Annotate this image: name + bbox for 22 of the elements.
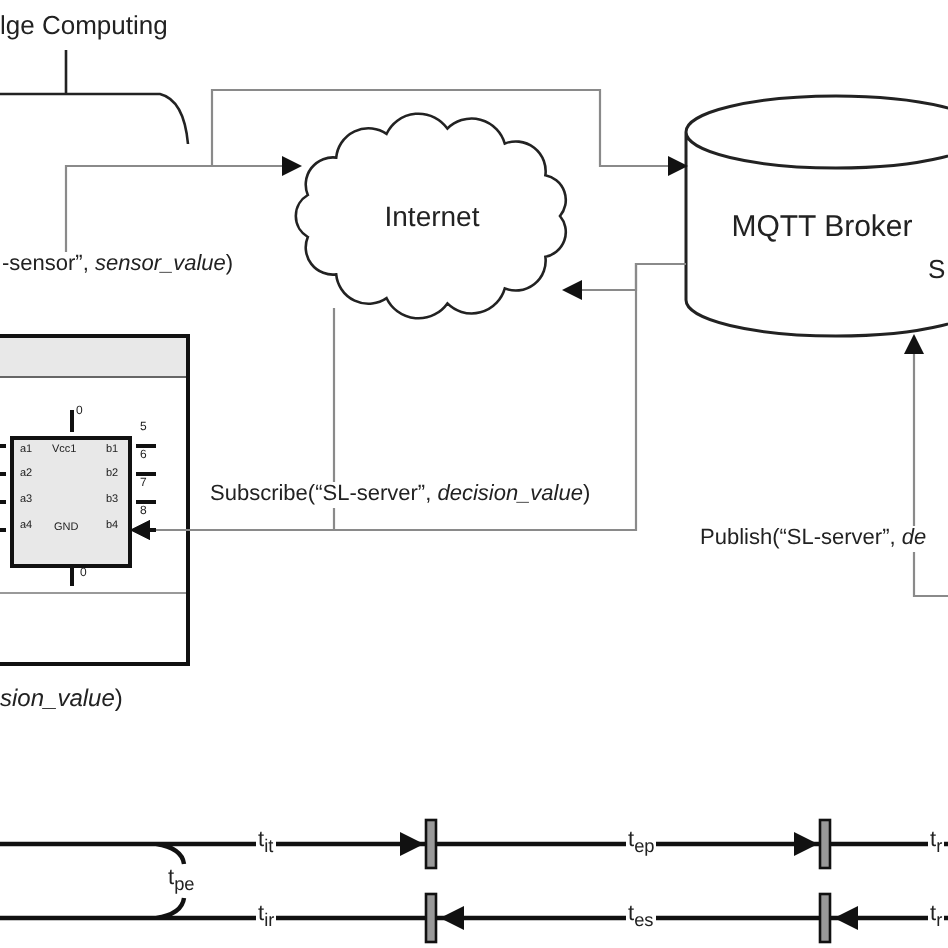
time-label: t$_{r}$ [928,904,945,931]
edge-label: Publish(“SL-server”, de [698,526,929,552]
time-label: t$_{it}$ [256,830,276,857]
heading: lge Computing [0,12,168,38]
arrow [64,156,302,256]
label: S [928,256,946,282]
arrow [130,308,336,540]
arrow [210,88,688,176]
database-cylinder [686,96,948,336]
time-label: t$_{pe}$ [168,868,195,895]
label: sion_value) [0,686,123,710]
board-box [0,334,190,666]
edge-label: -sensor”, sensor_value) [0,252,236,278]
time-label: t$_{r}$ [928,830,945,857]
node-label: MQTT Broker [731,209,913,243]
chip-box [10,436,132,568]
edge-label: Subscribe(“SL-server”, decision_value) [208,482,593,508]
time-label: t$_{ep}$ [626,830,657,857]
node-label: Internet [384,200,480,232]
time-label: t$_{es}$ [626,904,656,931]
arrow [904,334,948,598]
time-label: t$_{ir}$ [256,904,277,931]
